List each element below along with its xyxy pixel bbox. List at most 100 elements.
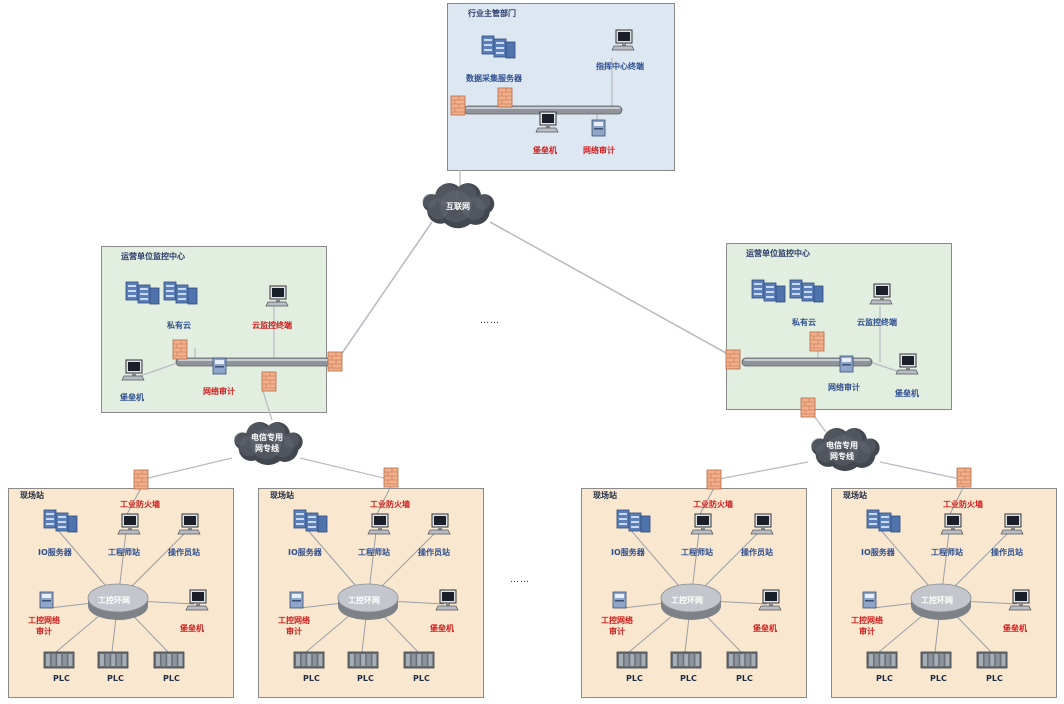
field-4-title: 现场站	[843, 491, 867, 500]
telecom-left-label-1: 电信专用	[251, 433, 283, 442]
field-2-bastion-icon	[435, 589, 459, 611]
field-3-firewall-label: 工业防火墙	[693, 500, 733, 509]
field-4-firewall-label: 工业防火墙	[943, 500, 983, 509]
field-2-firewall-link	[375, 485, 392, 517]
ops-left-bastion-link	[139, 361, 181, 377]
top-firewall-left-icon	[450, 95, 466, 116]
field-1-engineer-label: 工程师站	[108, 548, 140, 557]
telecom-right-cloud	[811, 428, 880, 472]
ops-left-bastion-icon	[121, 359, 145, 381]
industry-dept-title: 行业主管部门	[468, 9, 516, 18]
internet-cloud	[422, 183, 495, 229]
field-1-audit-icon	[39, 591, 54, 609]
field-2-audit-label-2: 审计	[286, 627, 302, 636]
field-3-plc-3-label: PLC	[736, 674, 753, 683]
field-1-firewall-icon	[133, 469, 149, 490]
top-bastion-icon	[535, 111, 559, 133]
ops-right-server-1-icon	[751, 279, 786, 303]
field-1-plc-3-label: PLC	[163, 674, 180, 683]
ops-left-title: 运营单位监控中心	[121, 252, 185, 261]
field-2-io-server-icon	[293, 509, 328, 533]
ops-right-cloud-terminal-label: 云监控终端	[857, 318, 897, 327]
field-4-ring	[910, 583, 972, 620]
field-1-bastion-icon	[185, 589, 209, 611]
link-telecom-lfield1	[139, 457, 233, 481]
zone-industry-dept	[447, 3, 675, 171]
field-2-operator-icon	[427, 513, 451, 535]
ops-right-title: 运营单位监控中心	[746, 249, 810, 258]
field-4-plc-2-label: PLC	[930, 674, 947, 683]
field-2-plc-2-icon	[347, 651, 379, 669]
telecom-right-label-2: 网专线	[830, 452, 854, 461]
ops-right-audit-label: 网络审计	[828, 383, 860, 392]
field-4-plc-2-icon	[920, 651, 952, 669]
field-4-audit-label-2: 审计	[859, 627, 875, 636]
ops-right-audit-icon	[839, 355, 854, 373]
top-audit-icon	[591, 119, 606, 137]
field-1-io-server-icon	[43, 509, 78, 533]
field-3-plc-2-label: PLC	[680, 674, 697, 683]
field-3-ring-label: 工控环网	[671, 596, 703, 605]
field-1-io-server-label: IO服务器	[38, 548, 72, 557]
field-4-firewall-link	[948, 485, 965, 517]
field-2-io-server-label: IO服务器	[288, 548, 322, 557]
field-3-bastion-icon	[758, 589, 782, 611]
field-3-io-server-icon	[616, 509, 651, 533]
field-1-ring-label: 工控环网	[98, 596, 130, 605]
field-1-firewall-label: 工业防火墙	[120, 500, 160, 509]
ops-left-firewall-2-icon	[261, 371, 277, 392]
ops-left-audit-label: 网络审计	[203, 387, 235, 396]
field-1-title: 现场站	[20, 491, 44, 500]
link-internet-left	[335, 221, 433, 363]
field-2-plc-1-label: PLC	[303, 674, 320, 683]
field-2-engineer-label: 工程师站	[358, 548, 390, 557]
field-2-firewall-label: 工业防火墙	[370, 500, 410, 509]
field-4-io-server-icon	[866, 509, 901, 533]
field-3-bastion-label: 堡垒机	[753, 624, 777, 633]
field-1-operator-label: 操作员站	[168, 548, 200, 557]
field-2-ring	[337, 583, 399, 620]
field-1-plc-1-icon	[43, 651, 75, 669]
field-2-plc-1-icon	[293, 651, 325, 669]
ops-right-firewall-2-icon	[809, 331, 825, 352]
link-telecom-rfield2	[879, 461, 966, 481]
field-1-plc-2-label: PLC	[107, 674, 124, 683]
field-2-ring-label: 工控环网	[348, 596, 380, 605]
field-3-title: 现场站	[593, 491, 617, 500]
field-1-bastion-label: 堡垒机	[180, 624, 204, 633]
field-1-audit-label-2: 审计	[36, 627, 52, 636]
ops-left-firewall-1-icon	[172, 339, 188, 360]
command-terminal-icon	[611, 29, 635, 51]
field-4-ring-label: 工控环网	[921, 596, 953, 605]
field-3-plc-1-icon	[616, 651, 648, 669]
top-bastion-label: 堡垒机	[533, 146, 557, 155]
field-4-plc-3-label: PLC	[986, 674, 1003, 683]
field-4-engineer-label: 工程师站	[931, 548, 963, 557]
link-internet-right	[489, 221, 736, 359]
telecom-left-cloud	[234, 422, 303, 466]
ellipsis-bottom: ……	[510, 575, 530, 585]
telecom-right-label-1: 电信专用	[826, 441, 858, 450]
ops-left-private-cloud-label: 私有云	[167, 321, 191, 330]
field-2-firewall-icon	[383, 467, 399, 488]
data-server-icon	[481, 35, 516, 59]
field-3-engineer-icon	[690, 513, 714, 535]
field-3-firewall-link	[698, 487, 715, 517]
ops-left-bastion-label: 堡垒机	[120, 393, 144, 402]
top-audit-label: 网络审计	[583, 146, 615, 155]
field-4-operator-label: 操作员站	[991, 548, 1023, 557]
field-4-bastion-label: 堡垒机	[1003, 624, 1027, 633]
field-4-engineer-icon	[940, 513, 964, 535]
field-3-engineer-label: 工程师站	[681, 548, 713, 557]
field-2-audit-icon	[289, 591, 304, 609]
ops-right-bastion-icon	[895, 353, 919, 375]
field-2-plc-3-label: PLC	[413, 674, 430, 683]
field-4-bastion-icon	[1008, 589, 1032, 611]
ops-right-bastion-label: 堡垒机	[895, 389, 919, 398]
field-3-operator-icon	[750, 513, 774, 535]
field-3-plc-3-icon	[726, 651, 758, 669]
top-firewall-right-icon	[497, 87, 513, 108]
field-3-ring	[660, 583, 722, 620]
field-1-operator-icon	[177, 513, 201, 535]
